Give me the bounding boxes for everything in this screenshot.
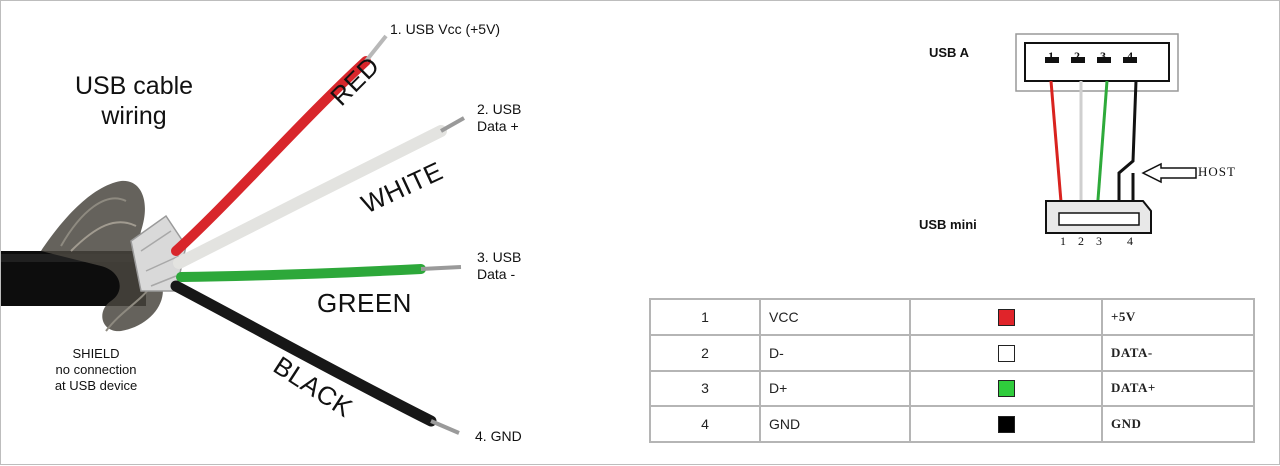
usb-mini-pin-2: 2 [1078, 234, 1084, 248]
black-wire [170, 280, 437, 427]
color-swatch [997, 344, 1015, 362]
color-swatch [997, 416, 1015, 434]
schematic-drawing [1015, 33, 1197, 234]
diagram-title: USB cable wiring [49, 71, 219, 131]
pin-description: DATA- [1101, 333, 1255, 372]
shield-braid [41, 180, 163, 332]
pin-label-data-plus: 2. USB Data + [477, 101, 521, 135]
usb-a-pin-3: 3 [1100, 49, 1106, 63]
pin-number: 4 [649, 405, 761, 443]
pin-number: 2 [649, 333, 761, 372]
usb-mini-label: USB mini [919, 217, 977, 232]
pin-color-cell [909, 333, 1103, 372]
usb-a-pin-4: 4 [1127, 49, 1133, 63]
pin-description: GND [1101, 405, 1255, 443]
usb-a-label: USB A [929, 45, 969, 60]
table-row: 2 D- DATA- [649, 333, 1255, 372]
cable-photo-panel: USB cable wiring 1. USB Vcc (+5V) 2. USB… [1, 1, 641, 466]
pin-description: DATA+ [1101, 369, 1255, 408]
shield-note: SHIELD no connection at USB device [41, 346, 151, 394]
color-swatch [997, 308, 1015, 326]
pin-signal: D+ [759, 369, 911, 408]
usb-mini-pin-3: 3 [1096, 234, 1102, 248]
table-row: 1 VCC +5V [649, 298, 1255, 336]
title-line-2: wiring [101, 102, 167, 130]
shield-note-line1: SHIELD [72, 346, 120, 361]
pin-label-vcc: 1. USB Vcc (+5V) [390, 21, 500, 38]
pin-label-gnd-text: 4. GND [475, 428, 522, 444]
host-arrow [1141, 162, 1197, 184]
table-row: 3 D+ DATA+ [649, 369, 1255, 408]
wire-word-green: GREEN [317, 288, 412, 318]
pin-label-data-plus-line2: Data + [477, 118, 519, 134]
usb-mini-pin-1: 1 [1060, 234, 1066, 248]
pin-signal: VCC [759, 298, 911, 336]
cable-illustration [1, 34, 465, 435]
white-wire [173, 125, 447, 269]
schematic-panel: USB A USB mini 1 2 3 4 1 2 3 4 HOST [641, 1, 1280, 466]
pin-label-data-minus: 3. USB Data - [477, 249, 521, 283]
title-line-1: USB cable [74, 72, 194, 100]
color-swatch [997, 380, 1015, 398]
pin-color-cell [909, 369, 1103, 408]
shield-note-line2: no connection [55, 362, 137, 377]
usb-a-pin-1: 1 [1048, 49, 1054, 63]
pin-signal: GND [759, 405, 911, 443]
usb-mini-pin-4: 4 [1127, 234, 1133, 248]
pin-label-data-minus-line2: Data - [477, 266, 516, 282]
pin-label-data-plus-line1: 2. USB [477, 101, 522, 117]
red-wire [171, 56, 371, 256]
pin-label-gnd: 4. GND [475, 428, 522, 445]
usb-a-pin-2: 2 [1074, 49, 1080, 63]
host-label: HOST [1198, 164, 1236, 179]
pin-color-cell [909, 298, 1103, 336]
pin-signal: D- [759, 333, 911, 372]
table-row: 4 GND GND [649, 405, 1255, 443]
pin-description: +5V [1101, 298, 1255, 336]
pin-color-cell [909, 405, 1103, 443]
pin-label-data-minus-line1: 3. USB [477, 249, 522, 265]
green-wire [176, 264, 426, 282]
pin-number: 3 [649, 369, 761, 408]
pin-number: 1 [649, 298, 761, 336]
shield-note-line3: at USB device [54, 378, 138, 393]
pinout-table: 1 VCC +5V 2 D- DATA- 3 D+ DATA+ 4 GND [649, 298, 1255, 443]
pin-label-vcc-text: 1. USB Vcc (+5V) [390, 21, 501, 37]
